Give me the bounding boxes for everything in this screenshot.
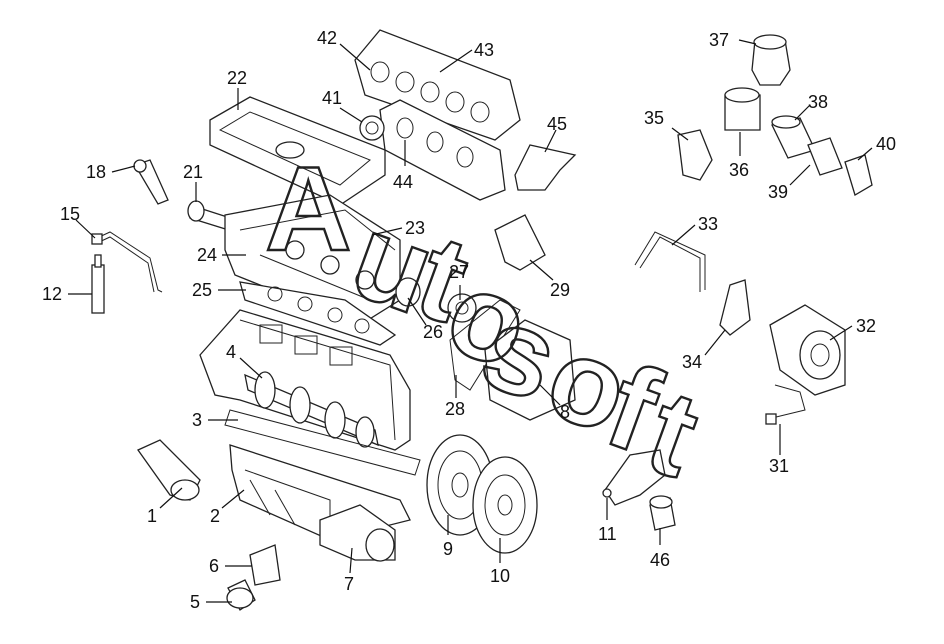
callout-27: 27: [449, 262, 469, 282]
part-filter-housing: [807, 137, 843, 176]
part-vacuum-hose: [634, 231, 706, 292]
part-crankshaft: [244, 371, 379, 448]
callout-31: 31: [769, 456, 789, 476]
callout-7: 7: [344, 574, 354, 594]
part-oil-pickup: [137, 439, 201, 501]
callout-9: 9: [443, 539, 453, 559]
watermark-letter: A: [265, 142, 352, 276]
part-sensor: [765, 384, 806, 425]
callout-21: 21: [183, 162, 203, 182]
callout-11: 11: [598, 524, 617, 544]
part-valve-cover: [209, 96, 386, 206]
leader-lines: [68, 39, 873, 603]
part-bracket: [249, 544, 281, 586]
callout-22: 22: [227, 68, 247, 88]
callout-45: 45: [547, 114, 567, 134]
callout-33: 33: [698, 214, 718, 234]
part-turbocharger: [769, 304, 846, 396]
callout-8: 8: [560, 402, 570, 422]
part-thermostat: [844, 154, 873, 196]
part-timing-cover: [484, 319, 576, 421]
callout-23: 23: [405, 218, 425, 238]
callout-15: 15: [60, 204, 80, 224]
part-egr-pipe: [719, 279, 751, 336]
callout-42: 42: [317, 28, 337, 48]
callout-35: 35: [644, 108, 664, 128]
callout-1: 1: [147, 506, 157, 526]
part-oil-filter: [771, 115, 816, 159]
callout-32: 32: [856, 316, 876, 336]
callout-39: 39: [768, 182, 788, 202]
part-manifold-bracket: [514, 144, 577, 191]
callout-10: 10: [490, 566, 510, 586]
part-oil-pipe: [602, 449, 666, 506]
part-injector: [133, 159, 169, 205]
part-cylinder-head: [224, 194, 401, 326]
part-egr-valve: [677, 129, 713, 181]
callout-5: 5: [190, 592, 200, 612]
part-pulleys: [395, 277, 477, 323]
part-exhaust-manifold: [379, 99, 506, 201]
part-head-gasket: [239, 281, 397, 346]
callout-43: 43: [474, 40, 494, 60]
callout-25: 25: [192, 280, 212, 300]
callout-41: 41: [322, 88, 342, 108]
callout-34: 34: [682, 352, 702, 372]
part-starter: [319, 504, 396, 562]
callout-12: 12: [42, 284, 62, 304]
part-glow-plug: [91, 254, 105, 314]
part-canister: [724, 87, 761, 131]
part-clutch-disc: [472, 456, 538, 554]
callout-37: 37: [709, 30, 729, 50]
part-intake-manifold: [354, 29, 521, 141]
part-engine-block: [199, 309, 411, 451]
callout-40: 40: [876, 134, 896, 154]
callout-3: 3: [192, 410, 202, 430]
callout-38: 38: [808, 92, 828, 112]
callout-4: 4: [226, 342, 236, 362]
callout-44: 44: [393, 172, 413, 192]
callout-24: 24: [197, 245, 217, 265]
callout-18: 18: [86, 162, 106, 182]
callout-28: 28: [445, 399, 465, 419]
callout-36: 36: [729, 160, 749, 180]
callout-2: 2: [210, 506, 220, 526]
part-drain-plug: [649, 495, 676, 531]
callout-6: 6: [209, 556, 219, 576]
part-fuel-line: [91, 231, 163, 293]
part-fuel-filter: [751, 34, 791, 86]
callout-29: 29: [550, 280, 570, 300]
part-gasket-ring: [359, 115, 385, 141]
part-mount: [226, 579, 256, 611]
callout-46: 46: [650, 550, 670, 570]
callout-labels: 1 2 3 4 5 6 7 8 9 10 11 12 15 18 21 22 2…: [42, 28, 896, 612]
callout-26: 26: [423, 322, 443, 342]
